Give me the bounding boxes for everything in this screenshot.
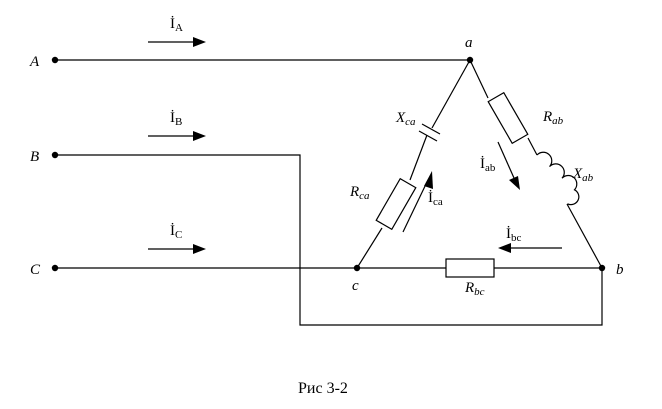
terminal-b-label: B <box>30 149 39 165</box>
arrow-ic-head <box>193 244 206 254</box>
component-xca-label: Xca <box>395 110 416 128</box>
capacitor-xca-plate-1 <box>418 130 438 142</box>
arrow-iab <box>497 141 515 179</box>
current-ib-label: İB <box>170 110 182 128</box>
branch-ab-wire-2 <box>527 137 538 156</box>
branch-ca-wire-2 <box>409 134 428 181</box>
current-iab-label: İab <box>480 156 496 174</box>
resistor-rca <box>375 177 417 231</box>
terminal-c-label: C <box>30 262 41 278</box>
resistor-rab <box>487 91 529 145</box>
figure-caption: Рис 3-2 <box>298 380 348 397</box>
current-ica-label: İca <box>428 190 443 208</box>
branch-ab-wire-3 <box>566 203 603 269</box>
terminal-a-dot <box>51 56 59 64</box>
line-b-wire <box>55 154 603 326</box>
terminal-a-label: A <box>29 54 40 70</box>
arrow-iab-head <box>509 176 520 190</box>
component-rca-label: Rca <box>349 184 370 202</box>
current-ibc-label: İbc <box>506 226 522 244</box>
component-xab-label: Xab <box>572 166 594 184</box>
node-a-label: a <box>465 35 473 51</box>
node-b-label: b <box>616 262 624 278</box>
arrow-ica <box>402 181 428 233</box>
inductor-xab <box>536 151 580 206</box>
current-ic-label: İC <box>170 223 182 241</box>
arrow-ica-head <box>424 171 433 189</box>
node-a-dot <box>466 56 474 64</box>
resistor-rbc <box>445 258 495 278</box>
terminal-b-dot <box>51 151 59 159</box>
node-b-dot <box>598 264 606 272</box>
branch-ab-wire-1 <box>469 59 489 99</box>
component-rab-label: Rab <box>542 109 564 127</box>
terminal-c-dot <box>51 264 59 272</box>
node-c-label: c <box>352 278 359 294</box>
arrow-ibc-head <box>498 243 511 253</box>
arrow-ib-head <box>193 131 206 141</box>
node-c-dot <box>353 264 361 272</box>
arrow-ia-head <box>193 37 206 47</box>
branch-ca-wire-1 <box>356 227 383 269</box>
current-ia-label: İA <box>170 16 183 34</box>
branch-ca-wire-3 <box>431 59 471 129</box>
component-rbc-label: Rbc <box>464 280 485 298</box>
capacitor-xca-plate-2 <box>421 123 441 135</box>
